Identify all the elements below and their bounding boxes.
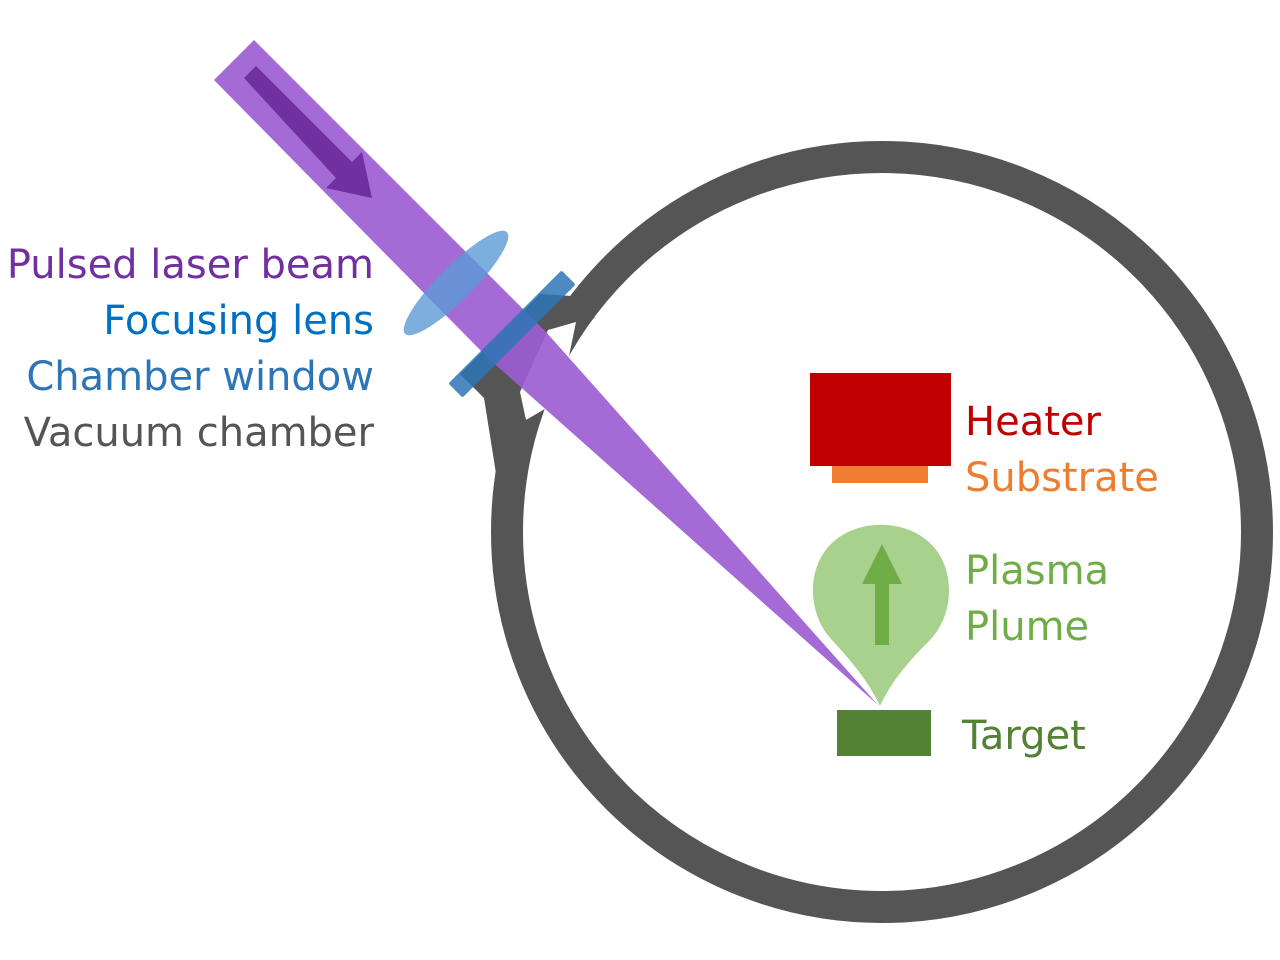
plume-direction-arrow (862, 544, 902, 645)
label-focusing-lens: Focusing lens (103, 298, 374, 344)
label-plume: Plume (965, 604, 1090, 650)
label-vacuum-chamber: Vacuum chamber (23, 410, 374, 456)
label-chamber-window: Chamber window (26, 354, 374, 400)
target-block (837, 710, 931, 756)
label-target: Target (962, 713, 1086, 759)
substrate-block (832, 466, 928, 483)
chamber-window (449, 271, 575, 397)
heater-block (810, 373, 951, 466)
laser-beam (214, 40, 878, 705)
laser-beam-group (214, 40, 878, 705)
label-heater: Heater (965, 399, 1101, 445)
laser-direction-arrow (244, 66, 372, 198)
label-plasma: Plasma (965, 548, 1110, 594)
label-substrate: Substrate (965, 455, 1159, 501)
focusing-lens (403, 230, 509, 336)
vacuum-chamber-ring (491, 141, 1273, 923)
label-pulsed-laser-beam: Pulsed laser beam (6, 242, 374, 288)
